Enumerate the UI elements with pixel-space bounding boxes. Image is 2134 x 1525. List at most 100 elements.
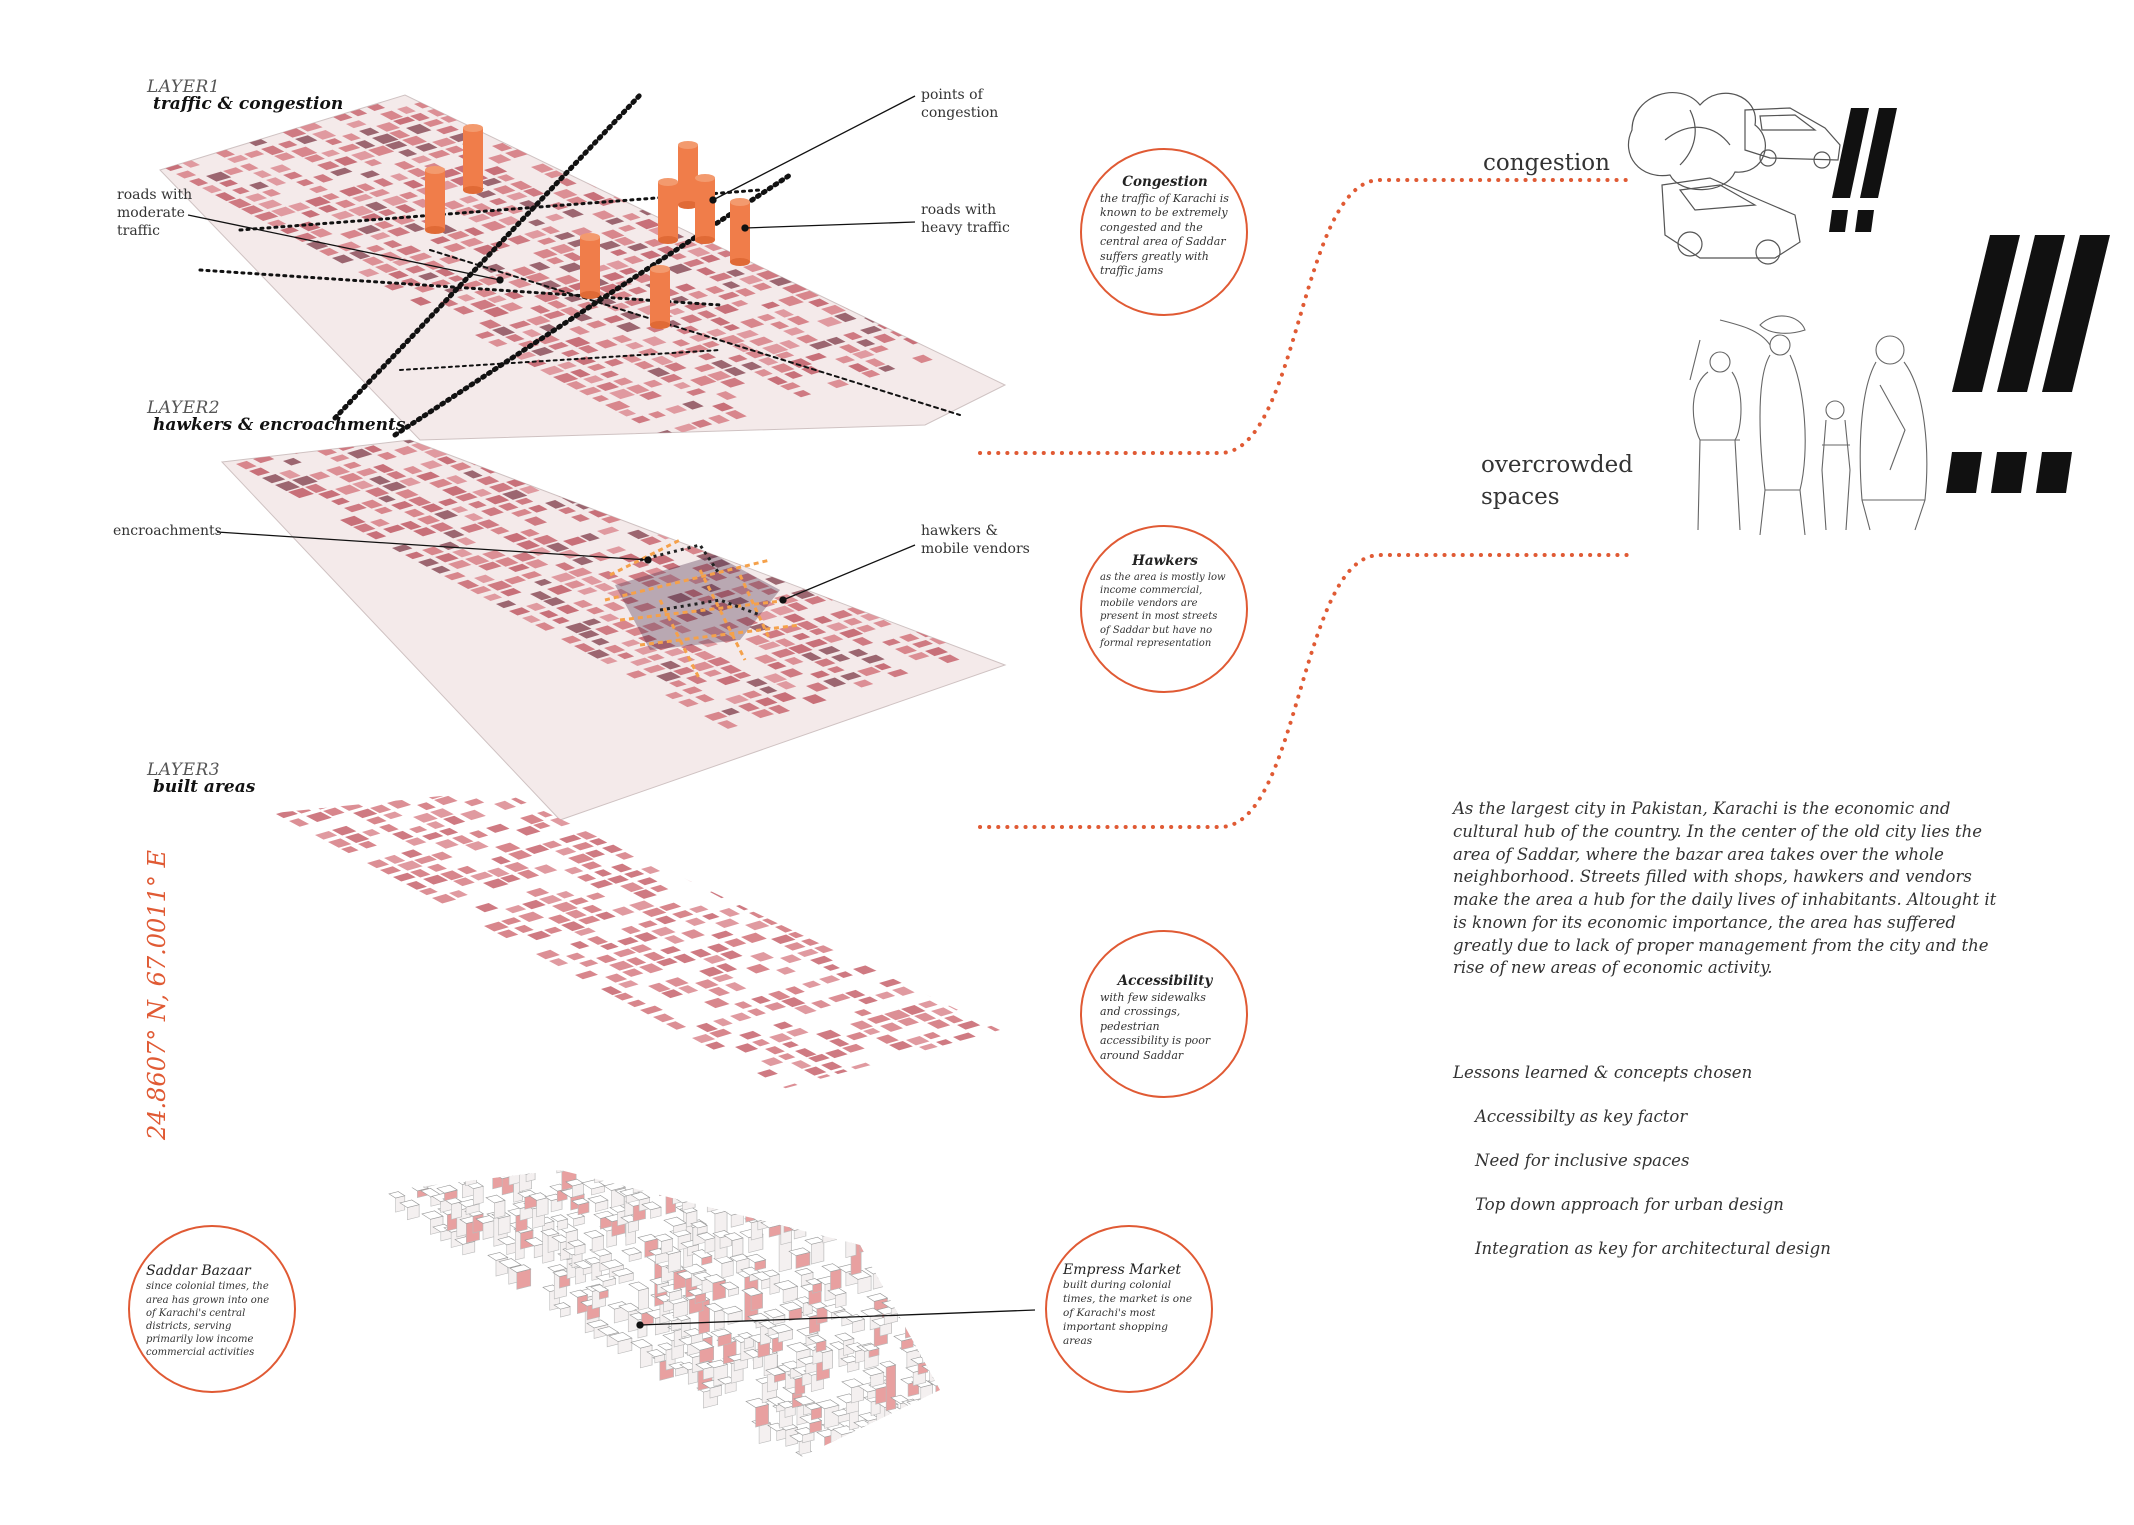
building-block xyxy=(778,1053,796,1061)
building-block xyxy=(786,844,806,853)
building-roof xyxy=(463,1161,482,1169)
building-block xyxy=(860,141,884,152)
building-block xyxy=(995,244,1005,253)
building-block xyxy=(1082,876,1105,884)
building-block xyxy=(1319,477,1343,487)
building-side xyxy=(640,1108,648,1121)
building-block xyxy=(770,605,795,616)
building-block xyxy=(1111,79,1134,88)
building-block xyxy=(1237,447,1260,456)
building-block xyxy=(299,122,323,132)
building-block xyxy=(937,141,956,150)
building-block xyxy=(1041,769,1063,777)
building-block xyxy=(697,310,717,319)
building-block xyxy=(1179,816,1200,825)
building-block xyxy=(1362,201,1381,208)
building-block xyxy=(826,440,851,449)
building-block xyxy=(761,588,779,595)
building-block xyxy=(632,95,654,100)
building-block xyxy=(1026,391,1048,400)
building-block xyxy=(873,333,896,344)
building-block xyxy=(792,632,811,641)
building-front xyxy=(777,1191,792,1215)
building-side xyxy=(591,1108,598,1132)
building-block xyxy=(525,844,550,854)
building-block xyxy=(795,1048,817,1058)
building-block xyxy=(1125,129,1147,137)
building-block xyxy=(1163,108,1182,116)
building-block xyxy=(794,1004,817,1015)
building-block xyxy=(902,108,922,117)
building-block xyxy=(897,1017,920,1027)
building-block xyxy=(741,0,764,2)
building-block xyxy=(1022,688,1047,698)
building-block xyxy=(781,812,803,822)
building-block xyxy=(1073,388,1094,396)
building-block xyxy=(167,151,187,160)
building-block xyxy=(1176,400,1197,408)
building-block xyxy=(456,537,477,546)
building-block xyxy=(1047,844,1066,851)
building-front xyxy=(858,1468,869,1479)
building-front xyxy=(958,1400,972,1414)
building-roof xyxy=(880,1270,900,1278)
building-block xyxy=(918,243,944,254)
building-block xyxy=(452,548,473,558)
building-block xyxy=(672,910,694,919)
building-block xyxy=(1150,101,1172,110)
building-block xyxy=(501,917,522,926)
building-block xyxy=(900,962,921,971)
building-front xyxy=(1048,1387,1058,1400)
building-block xyxy=(960,966,982,976)
building-roof xyxy=(608,1154,625,1161)
building-block xyxy=(521,571,543,580)
building-block xyxy=(1032,751,1050,758)
building-block xyxy=(318,489,341,499)
building-block xyxy=(721,523,742,532)
building-block xyxy=(861,654,885,664)
building-block xyxy=(669,680,687,688)
building-block xyxy=(937,244,960,254)
building-block xyxy=(570,369,591,378)
building-block xyxy=(980,440,1003,445)
building-block xyxy=(881,308,906,319)
building-block xyxy=(980,252,1002,260)
building-block xyxy=(919,573,939,582)
building-side xyxy=(720,1170,731,1191)
building-block xyxy=(600,471,623,481)
building-block xyxy=(560,122,582,131)
building-block xyxy=(530,305,551,314)
building-block xyxy=(356,468,378,477)
building-block xyxy=(1008,352,1032,361)
building-roof xyxy=(745,1397,770,1408)
building-block xyxy=(814,944,837,954)
building-block xyxy=(593,824,616,834)
building-front xyxy=(1040,1347,1051,1395)
building-block xyxy=(722,281,741,289)
building-block xyxy=(1058,192,1084,202)
building-block xyxy=(1026,676,1051,686)
building-roof xyxy=(942,1315,965,1324)
building-block xyxy=(981,581,1004,590)
building-block xyxy=(1069,113,1093,123)
building-block xyxy=(711,461,730,470)
building-block xyxy=(359,127,380,136)
building-block xyxy=(907,426,926,434)
building-block xyxy=(790,546,812,555)
building-block xyxy=(942,744,965,754)
building-side xyxy=(1064,1388,1070,1404)
building-block xyxy=(1261,845,1284,854)
building-block xyxy=(534,107,558,118)
building-block xyxy=(500,302,524,312)
building-block xyxy=(578,630,600,639)
building-block xyxy=(1064,368,1085,376)
building-block xyxy=(974,831,997,841)
building-block xyxy=(988,127,1005,135)
building-block xyxy=(1365,901,1387,909)
building-block xyxy=(1096,743,1117,752)
building-block xyxy=(249,181,270,190)
building-roof xyxy=(908,1300,929,1309)
building-block xyxy=(787,315,810,326)
building-block xyxy=(1049,929,1074,939)
building-block xyxy=(690,375,717,387)
